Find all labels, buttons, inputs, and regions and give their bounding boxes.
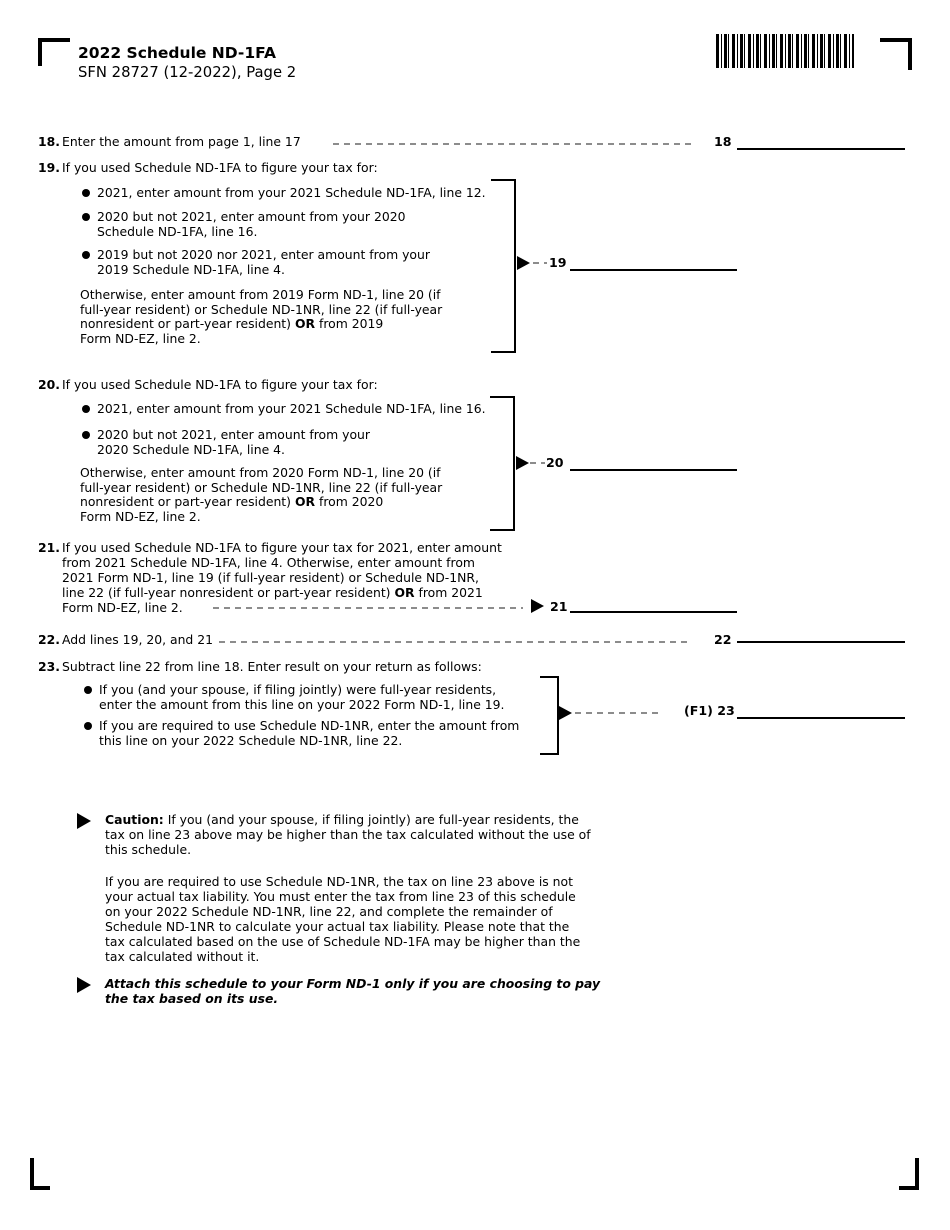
- line19-bullet-2019: 2019 but not 2020 nor 2021, enter amount…: [97, 247, 430, 277]
- line20-bullet-2020: 2020 but not 2021, enter amount from you…: [97, 427, 370, 457]
- caution-text: If you (and your spouse, if filing joint…: [105, 812, 591, 857]
- line19-entry-label: 19: [549, 255, 567, 270]
- bullet-icon: [82, 431, 90, 439]
- line19-amount-field[interactable]: [570, 251, 737, 271]
- corner-mark-bottom-left: [30, 1158, 50, 1190]
- line19-bullet-2021: 2021, enter amount from your 2021 Schedu…: [97, 185, 486, 200]
- line19-arrow-icon: [517, 256, 530, 270]
- line21-arrow-icon: [531, 599, 544, 613]
- form-subtitle: SFN 28727 (12-2022), Page 2: [78, 64, 297, 81]
- line18-leader: [333, 143, 695, 145]
- line23-arrow-icon: [559, 706, 572, 720]
- line21-text-pre: If you used Schedule ND-1FA to figure yo…: [62, 540, 502, 600]
- line22-number: 22.: [38, 632, 60, 647]
- corner-mark-bottom-right: [899, 1158, 919, 1190]
- line22-leader: [219, 641, 692, 643]
- form-title: 2022 Schedule ND-1FA: [78, 44, 276, 62]
- line19-otherwise-pre: Otherwise, enter amount from 2019 Form N…: [80, 287, 443, 332]
- line20-number: 20.: [38, 377, 60, 392]
- bullet-icon: [82, 189, 90, 197]
- line18-entry-label: 18: [714, 134, 732, 149]
- line21-text-post: from 2021 Form ND-EZ, line 2.: [62, 585, 483, 615]
- line20-otherwise-post: from 2020 Form ND-EZ, line 2.: [80, 494, 384, 524]
- corner-mark-top-right: [880, 38, 912, 70]
- line20-dash: [530, 462, 545, 464]
- nd1nr-note: If you are required to use Schedule ND-1…: [105, 874, 581, 964]
- line20-entry-label: 20: [546, 455, 564, 470]
- line23-intro: Subtract line 22 from line 18. Enter res…: [62, 659, 482, 674]
- caution-label: Caution:: [105, 812, 164, 827]
- line21-leader: [213, 607, 523, 609]
- line23-entry-label: (F1) 23: [684, 703, 735, 718]
- line20-bracket: [490, 396, 515, 531]
- bullet-icon: [82, 251, 90, 259]
- line19-intro: If you used Schedule ND-1FA to figure yo…: [62, 160, 378, 175]
- line22-text: Add lines 19, 20, and 21: [62, 632, 213, 647]
- line20-otherwise-or: OR: [294, 494, 316, 510]
- line20-otherwise-pre: Otherwise, enter amount from 2020 Form N…: [80, 465, 443, 510]
- line21-text-or: OR: [394, 585, 415, 600]
- line19-bracket: [491, 179, 516, 353]
- line23-number: 23.: [38, 659, 60, 674]
- line19-otherwise-post: from 2019 Form ND-EZ, line 2.: [80, 316, 384, 346]
- bullet-icon: [84, 722, 92, 730]
- line20-intro: If you used Schedule ND-1FA to figure yo…: [62, 377, 378, 392]
- line21-text: If you used Schedule ND-1FA to figure yo…: [62, 540, 502, 615]
- line22-entry-label: 22: [714, 632, 732, 647]
- barcode: [716, 34, 854, 68]
- line19-number: 19.: [38, 160, 60, 175]
- line21-entry-label: 21: [550, 599, 568, 614]
- line23-bracket: [540, 676, 559, 755]
- line20-arrow-icon: [516, 456, 529, 470]
- caution-arrow-icon: [77, 813, 91, 829]
- line21-number: 21.: [38, 540, 60, 555]
- line22-amount-field[interactable]: [737, 623, 905, 643]
- line19-otherwise: Otherwise, enter amount from 2019 Form N…: [80, 287, 443, 346]
- line21-amount-field[interactable]: [570, 593, 737, 613]
- line19-otherwise-or: OR: [294, 316, 316, 332]
- line20-amount-field[interactable]: [570, 451, 737, 471]
- bullet-icon: [82, 213, 90, 221]
- bullet-icon: [82, 405, 90, 413]
- line23-dash: [575, 712, 660, 714]
- line23-amount-field[interactable]: [737, 699, 905, 719]
- line20-otherwise: Otherwise, enter amount from 2020 Form N…: [80, 465, 443, 524]
- line19-dash: [533, 262, 547, 264]
- line18-number: 18.: [38, 134, 60, 149]
- line18-amount-field[interactable]: [737, 130, 905, 150]
- attach-arrow-icon: [77, 977, 91, 993]
- line18-text: Enter the amount from page 1, line 17: [62, 134, 301, 149]
- line23-bullet-resident: If you (and your spouse, if filing joint…: [99, 682, 505, 712]
- bullet-icon: [84, 686, 92, 694]
- line20-bullet-2021: 2021, enter amount from your 2021 Schedu…: [97, 401, 486, 416]
- attach-note: Attach this schedule to your Form ND-1 o…: [105, 976, 601, 1006]
- line23-bullet-nd1nr: If you are required to use Schedule ND-1…: [99, 718, 520, 748]
- corner-mark-top-left: [38, 38, 70, 66]
- caution-note: Caution: If you (and your spouse, if fil…: [105, 812, 591, 857]
- line19-bullet-2020: 2020 but not 2021, enter amount from you…: [97, 209, 406, 239]
